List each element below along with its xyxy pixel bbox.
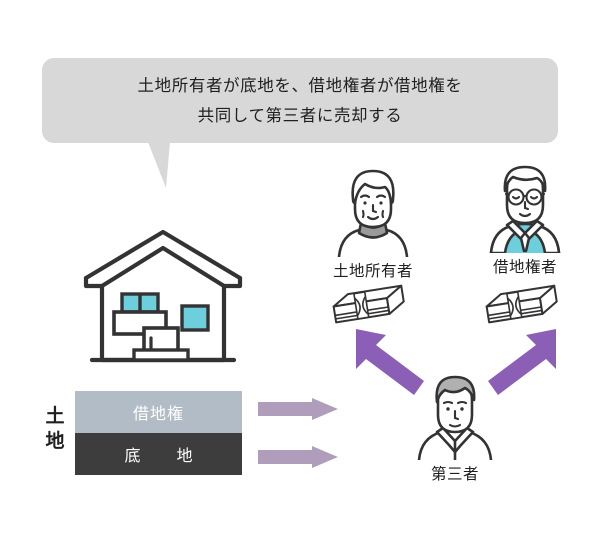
person-leaseholder-label: 借地権者	[492, 259, 557, 276]
speech-bubble-tail	[148, 142, 170, 188]
middle-aged-man-icon	[417, 375, 493, 460]
banknote-bundle-icon-owner	[332, 284, 405, 324]
person-leaseholder: 借地権者	[465, 161, 585, 277]
underlying-land-transfer-arrow	[258, 446, 338, 468]
payment-to-owner-arrow	[356, 329, 424, 395]
elderly-woman-icon	[337, 169, 409, 257]
speech-bubble: 土地所有者が底地を、借地権者が借地権を 共同して第三者に売却する	[42, 58, 558, 143]
land-axis-label: 土 地	[38, 404, 72, 454]
land-block-leasehold-label: 借地権	[132, 406, 184, 423]
land-block-underlying-label: 底 地	[124, 448, 203, 465]
land-block-leasehold: 借地権	[75, 391, 242, 433]
house-icon	[83, 229, 243, 363]
speech-bubble-text: 土地所有者が底地を、借地権者が借地権を 共同して第三者に売却する	[137, 76, 463, 125]
person-land-owner-label: 土地所有者	[332, 263, 413, 280]
banknote-bundle-icon-leaseholder	[485, 284, 558, 324]
payment-to-leaseholder-arrow	[488, 329, 556, 395]
elderly-man-glasses-icon	[489, 165, 561, 253]
leasehold-transfer-arrow	[258, 398, 338, 420]
person-third-party: 第三者	[395, 372, 515, 484]
land-axis-label-char-1: 土	[45, 406, 65, 427]
person-third-party-label: 第三者	[430, 466, 479, 483]
land-block-underlying: 底 地	[75, 433, 242, 475]
person-land-owner: 土地所有者	[313, 165, 433, 281]
land-axis-label-char-2: 地	[45, 431, 65, 452]
